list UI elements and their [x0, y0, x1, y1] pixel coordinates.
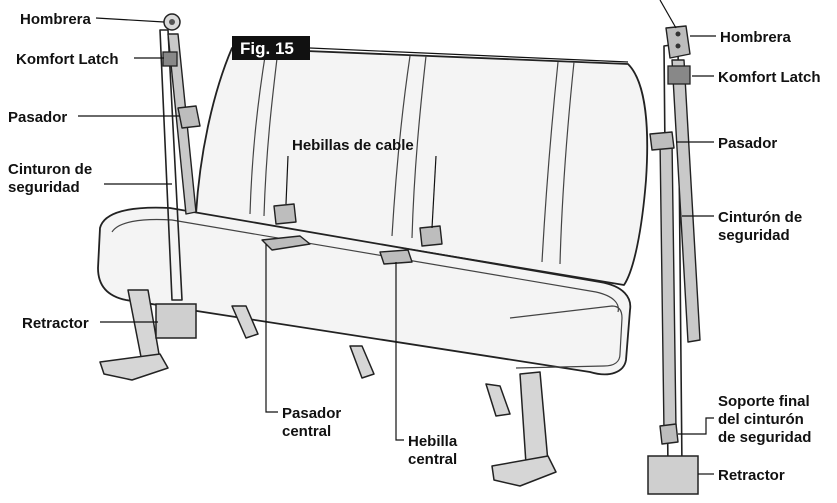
left-pillar [159, 29, 183, 301]
label-right-cinturon-2: seguridad [718, 227, 790, 244]
figure-tag-line [309, 47, 629, 63]
left-latch-plate [177, 105, 201, 129]
seat-leg-right-post [519, 371, 549, 465]
leader-hebillas-left [285, 155, 289, 205]
seat-rear-rail-mid [349, 345, 375, 379]
left-komfort-latch-clip [162, 51, 178, 67]
label-soporte-2: del cinturón [718, 411, 804, 428]
label-hebilla-central-2: central [408, 451, 457, 468]
label-hebilla-central-1: Hebilla [408, 433, 458, 450]
seat-back-seam-6 [559, 61, 575, 265]
seat-rear-rail-left [231, 305, 259, 339]
center-buckle [379, 249, 413, 265]
label-left-retractor: Retractor [22, 315, 89, 332]
label-pasador-central-1: Pasador [282, 405, 341, 422]
leader-hebilla-central [395, 262, 404, 441]
right-belt-assembly [647, 0, 701, 495]
label-right-hombrera: Hombrera [720, 29, 792, 46]
leader-soporte [678, 417, 714, 435]
leader-left-hombrera [95, 17, 165, 23]
right-top-mount-line [659, 0, 677, 29]
seat-rear-rail-right [485, 383, 511, 417]
label-right-retractor: Retractor [718, 467, 785, 484]
seat-back [195, 47, 649, 286]
figure-tag-box [232, 36, 310, 60]
left-belt-assembly [155, 13, 201, 339]
right-belt-webbing [671, 59, 701, 343]
label-hebillas-de-cable: Hebillas de cable [292, 137, 414, 154]
label-right-komfort-latch: Komfort Latch [718, 69, 821, 86]
right-belt-lower [659, 139, 677, 433]
label-left-cinturon-1: Cinturon de [8, 161, 92, 178]
label-left-pasador: Pasador [8, 109, 67, 126]
label-right-pasador: Pasador [718, 135, 777, 152]
right-shoulder-bolt-1 [675, 31, 681, 37]
figure-tag: Fig. 15 [232, 36, 629, 63]
seat-back-seam-2 [263, 49, 279, 217]
right-shoulder-anchor [665, 25, 691, 59]
label-soporte-1: Soporte final [718, 393, 810, 410]
wire-buckle-left [273, 203, 297, 225]
left-retractor-box [155, 303, 197, 339]
seat-leg-left-foot [99, 353, 169, 381]
leader-hebillas-right [431, 155, 437, 229]
left-shoulder-bolt [169, 19, 175, 25]
label-right-cinturon-1: Cinturón de [718, 209, 802, 226]
label-soporte-3: de seguridad [718, 429, 811, 446]
seat-back-seam-1 [249, 49, 267, 215]
center-latch-plate [261, 235, 311, 251]
leader-pasador-central [265, 244, 278, 413]
seat-leg-right-foot [491, 455, 557, 487]
label-left-komfort-latch: Komfort Latch [16, 51, 119, 68]
seat-cushion-front-panel [509, 305, 623, 369]
callouts: Hombrera Komfort Latch Pasador Cinturon … [8, 11, 821, 484]
right-komfort-latch-clip [667, 65, 691, 85]
seat-cushion [97, 206, 632, 376]
bench-seat-illustration [97, 47, 649, 487]
right-latch-plate [649, 131, 675, 151]
right-shoulder-bolt-2 [675, 43, 681, 49]
label-pasador-central-2: central [282, 423, 331, 440]
label-left-cinturon-2: seguridad [8, 179, 80, 196]
label-left-hombrera: Hombrera [20, 11, 92, 28]
seat-back-seam-3 [391, 55, 411, 237]
right-belt-end-bracket [659, 423, 679, 445]
right-retractor-box [647, 455, 699, 495]
wire-buckle-right [419, 225, 443, 247]
seat-cushion-welt [111, 218, 619, 313]
figure-tag-text: Fig. 15 [240, 39, 294, 58]
seat-back-seam-5 [541, 61, 559, 263]
seat-back-seam-4 [411, 55, 427, 239]
